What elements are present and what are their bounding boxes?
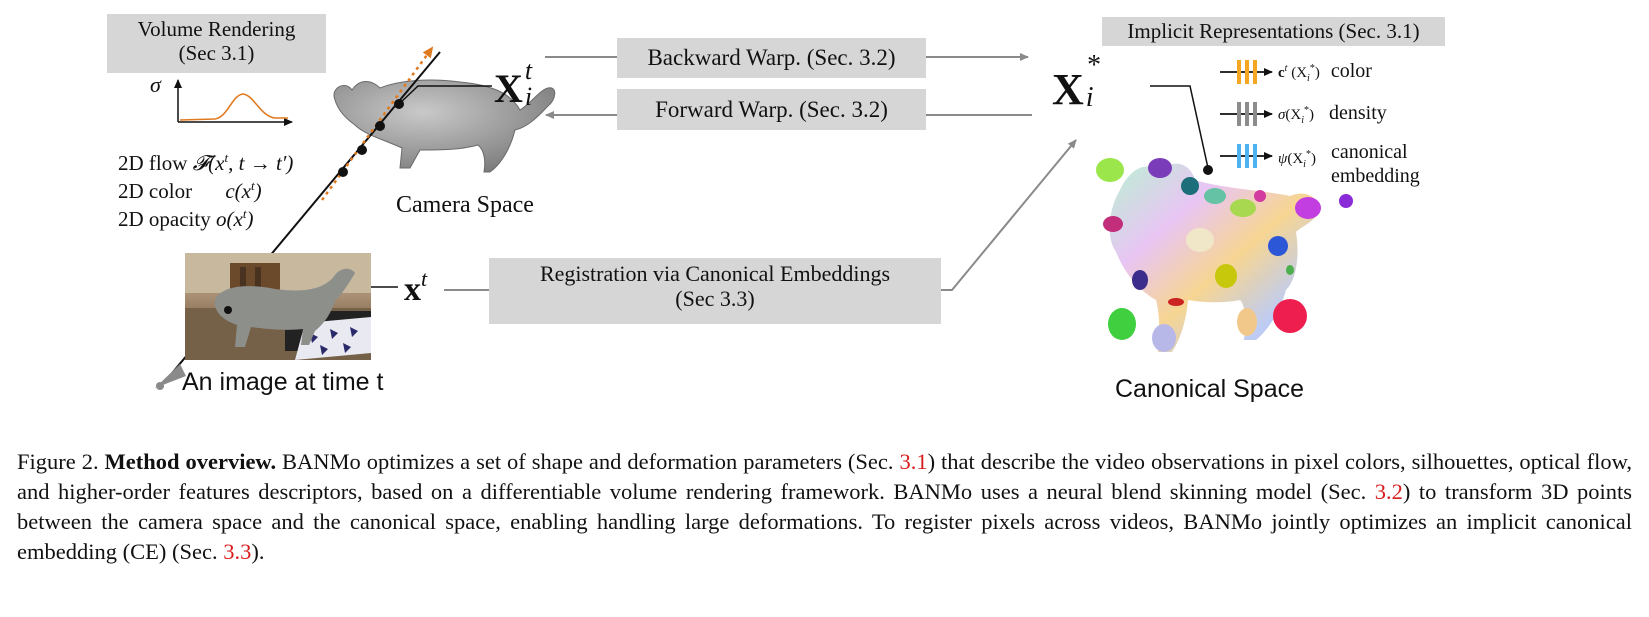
volume-rendering-section: (Sec 3.1) — [178, 41, 255, 66]
registration-title: Registration via Canonical Embeddings — [539, 261, 891, 286]
pixel-point-sup: t — [421, 266, 428, 291]
camera-space-cat-mesh — [333, 79, 556, 173]
canonical-point-sup: * — [1085, 50, 1100, 81]
density-func: σ — [1278, 107, 1286, 123]
camera-space-label: Camera Space — [396, 192, 534, 218]
embedding-arg: (X — [1287, 151, 1304, 167]
input-video-frame — [185, 253, 371, 360]
registration-box: Registration via Canonical Embeddings (S… — [489, 258, 941, 324]
canonical-point-leader — [1150, 85, 1209, 169]
embedding-output-label-2: embedding — [1330, 165, 1420, 187]
caption-title: Method overview. — [104, 449, 277, 474]
camera-point-base: X — [494, 66, 523, 111]
color-close: ) — [1314, 65, 1320, 81]
color-label-row: 2D color c(xt) — [118, 178, 262, 204]
backward-warp-box: Backward Warp. (Sec. 3.2) — [617, 38, 926, 78]
figure-graphics — [155, 46, 1353, 390]
caption-ref-sec-3-3[interactable]: 3.3 — [223, 539, 252, 564]
color-arg-sub: i — [1307, 73, 1310, 84]
density-plot — [174, 79, 293, 126]
embedding-close: ) — [1310, 151, 1316, 167]
caption-text-3: ) to transform 3D points between the cam… — [17, 479, 1632, 564]
sigma-axis-label: σ — [150, 72, 161, 97]
implicit-representations-title: Implicit Representations (Sec. 3.1) — [1127, 19, 1420, 43]
caption-ref-sec-3-2[interactable]: 3.2 — [1374, 479, 1403, 504]
registration-section: (Sec 3.3) — [675, 286, 755, 312]
backward-warp-label: Backward Warp. (Sec. 3.2) — [647, 45, 896, 70]
volume-rendering-box: Volume Rendering (Sec 3.1) — [107, 14, 326, 73]
camera-point-leader — [398, 85, 492, 105]
color-output-label: color — [1330, 60, 1372, 82]
flow-label-sup: t — [224, 150, 229, 165]
canonical-point-symbol: X * i — [1052, 52, 1102, 114]
camera-point-symbol: X t i — [494, 58, 541, 111]
embedding-arg-sub: i — [1303, 159, 1306, 170]
opacity-label-row: 2D opacity o(xt) — [118, 206, 253, 232]
density-arg: (X — [1285, 107, 1302, 123]
implicit-output-color: ct (Xi*) color — [1278, 60, 1372, 84]
cat-photo-content — [185, 253, 371, 360]
camera-point-sup: t — [524, 56, 533, 85]
opacity-label-sup: t — [242, 206, 247, 221]
camera-point-sub: i — [524, 82, 533, 111]
canonical-point-base: X — [1052, 65, 1084, 114]
canonical-space-label: Canonical Space — [1115, 375, 1305, 403]
embedding-output-label: canonical — [1330, 141, 1408, 163]
canonical-point-sub: i — [1085, 82, 1094, 113]
color-arg-sup: * — [1309, 63, 1315, 74]
embedding-func: ψ — [1278, 151, 1288, 167]
caption-text-2: ) that describe the video observations i… — [17, 449, 1633, 504]
caption-text-1: BANMo optimizes a set of shape and defor… — [276, 449, 900, 474]
flow-label-rest: , t → t′) — [228, 151, 294, 175]
pixel-point-symbol: xt — [404, 268, 427, 307]
opacity-label-rest: ) — [246, 207, 254, 231]
color-func: c — [1278, 65, 1285, 81]
camera-center-icon — [155, 364, 186, 390]
density-output-label: density — [1329, 102, 1387, 124]
color-arg: (X — [1291, 65, 1308, 81]
implicit-output-embedding: ψ(Xi*) canonical embedding — [1278, 140, 1420, 188]
volume-rendering-title: Volume Rendering — [137, 17, 296, 41]
opacity-label-math: o(x — [215, 207, 243, 231]
caption-ref-sec-3-1[interactable]: 3.1 — [899, 449, 928, 474]
implicit-output-density: σ(Xi*) density — [1278, 102, 1387, 126]
forward-warp-label: Forward Warp. (Sec. 3.2) — [655, 97, 888, 122]
color-label-sup: t — [250, 178, 255, 193]
flow-label-math: 𝓕(x — [192, 151, 225, 175]
embedding-arg-sup: * — [1305, 149, 1311, 160]
flow-label-prefix: 2D flow — [118, 151, 188, 175]
caption-text-4: ). — [251, 539, 265, 564]
opacity-label-prefix: 2D opacity — [118, 207, 211, 231]
color-label-rest: ) — [254, 179, 262, 203]
density-close: ) — [1309, 107, 1315, 123]
forward-warp-box: Forward Warp. (Sec. 3.2) — [617, 89, 926, 130]
implicit-representations-box: Implicit Representations (Sec. 3.1) — [1102, 17, 1445, 46]
flow-label-row: 2D flow 𝓕(xt, t → t′) — [118, 150, 293, 176]
density-arg-sup: * — [1304, 105, 1310, 116]
mlp-output-arrows — [1220, 60, 1273, 168]
image-time-label: An image at time t — [182, 368, 384, 396]
color-func-sup: t — [1284, 63, 1288, 74]
canonical-space-cat-mesh — [1096, 158, 1353, 352]
figure-caption: Figure 2. Method overview. BANMo optimiz… — [17, 447, 1632, 567]
color-label-prefix: 2D color — [118, 179, 193, 203]
pixel-point-base: x — [404, 271, 421, 308]
caption-figure-number: Figure 2. — [17, 449, 99, 474]
color-label-math: c(x — [225, 179, 251, 203]
density-arg-sub: i — [1301, 115, 1305, 126]
